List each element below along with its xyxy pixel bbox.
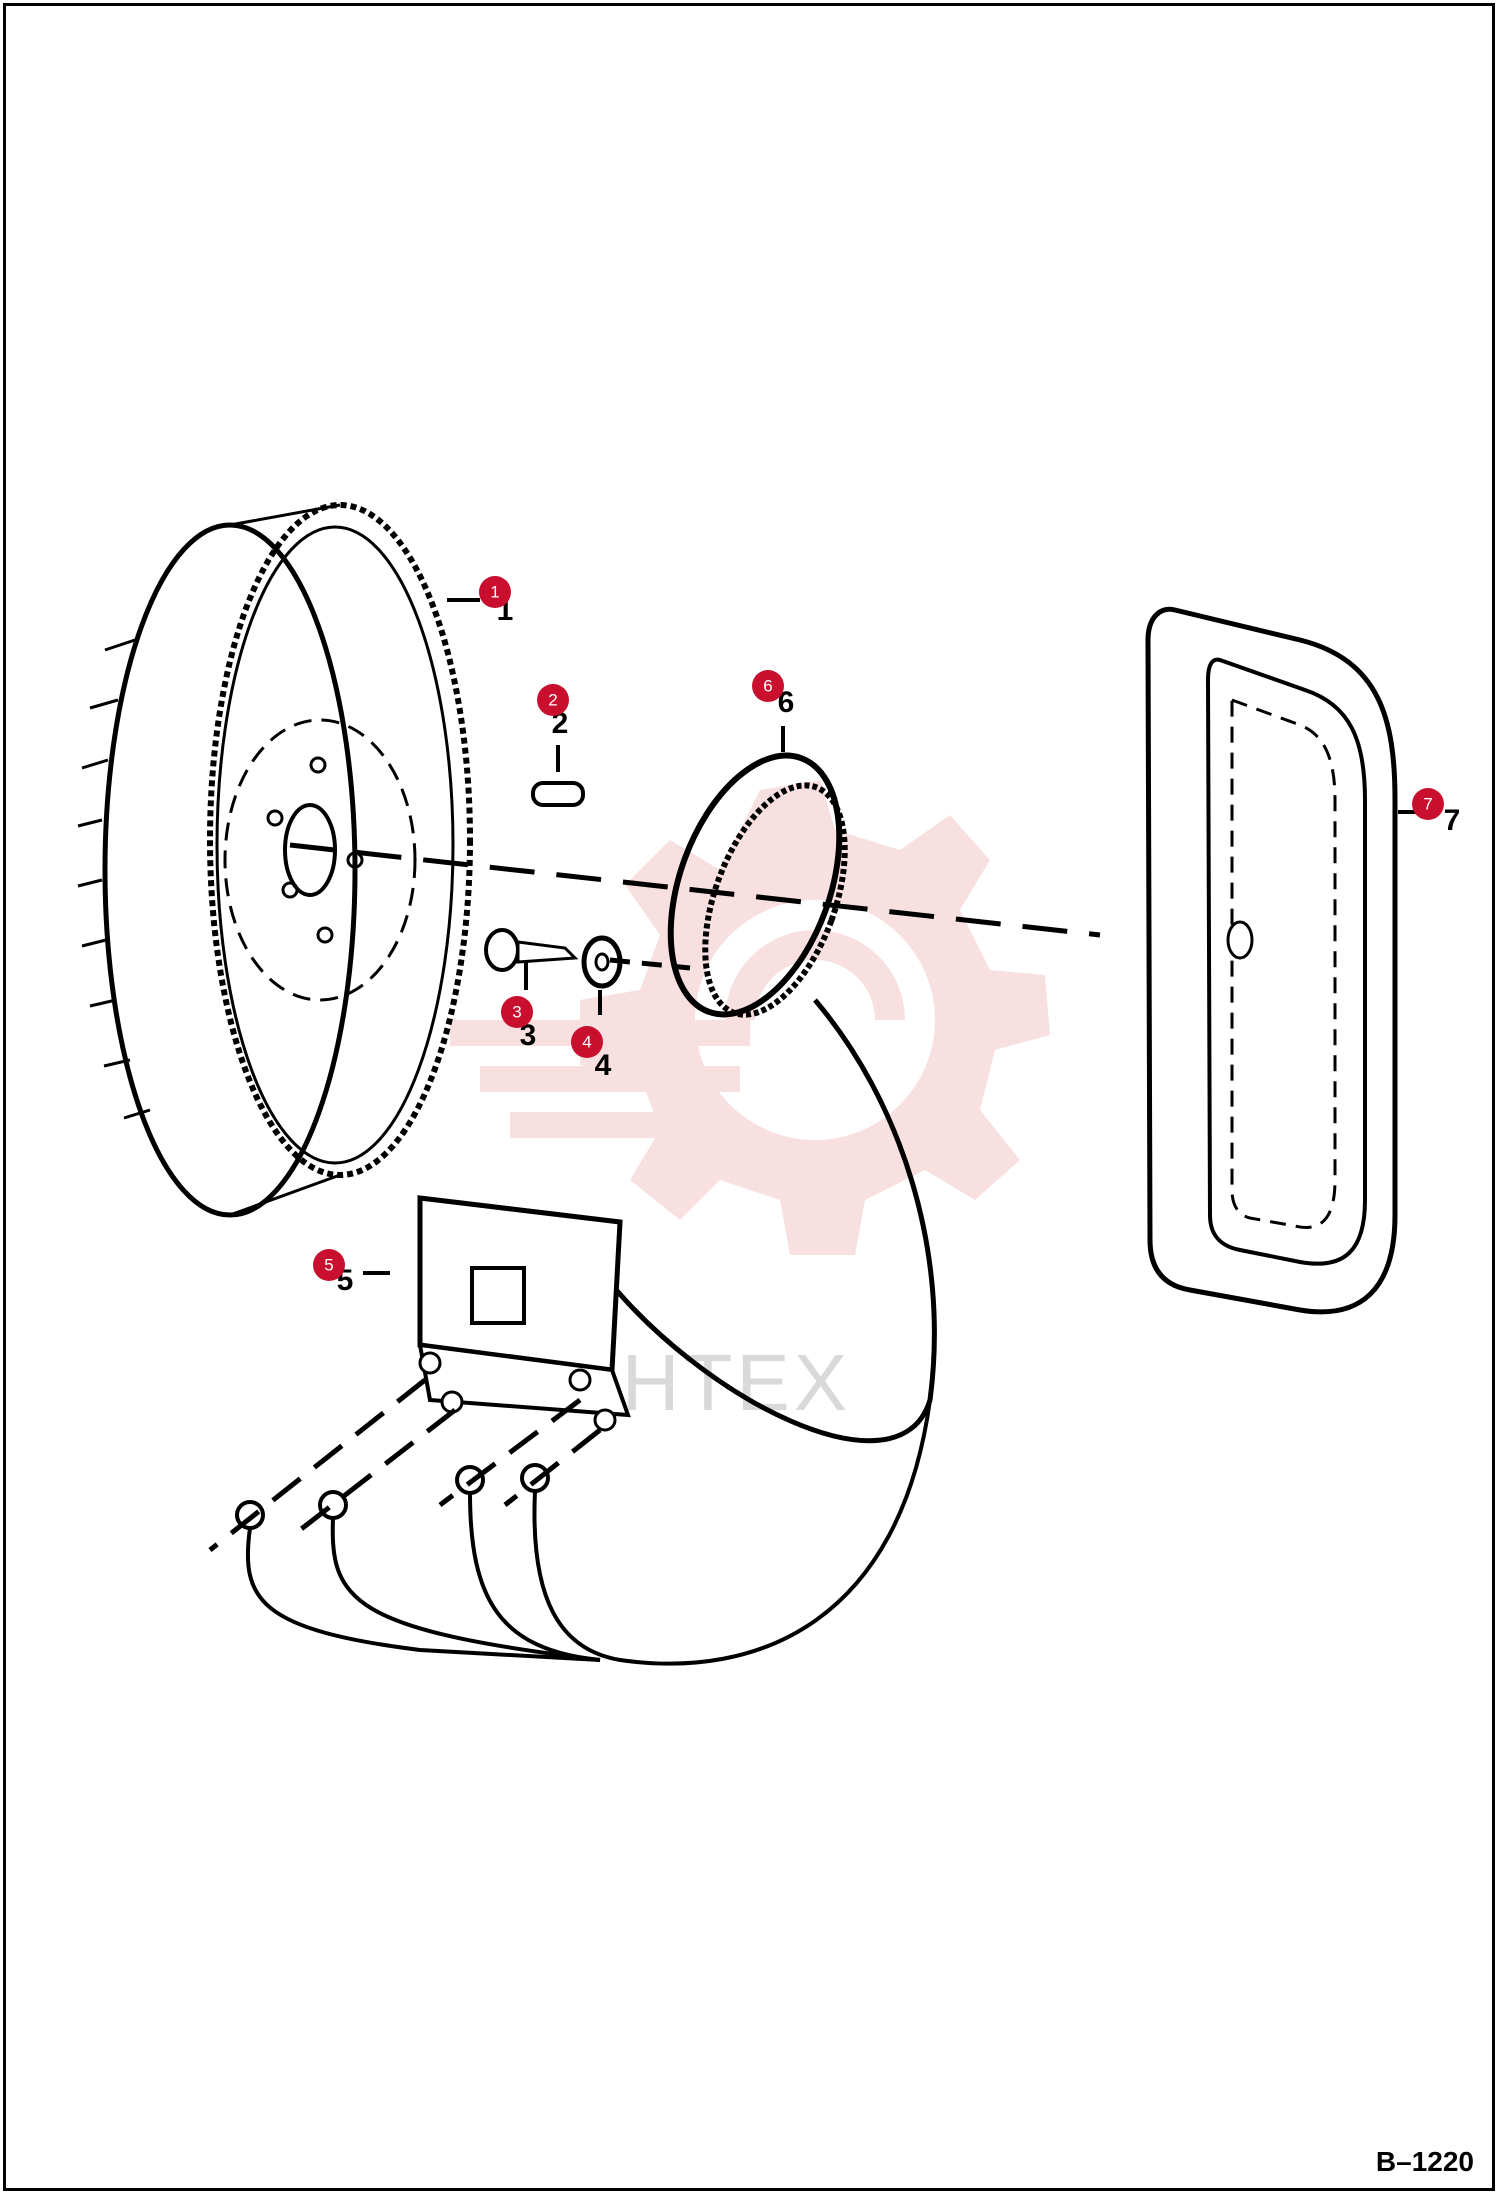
drawing-number: B–1220 xyxy=(1375,2146,1474,2177)
callout-number-6: 6 xyxy=(778,686,795,719)
callout-number-4: 4 xyxy=(595,1049,612,1082)
wire-terminals xyxy=(235,1399,932,1666)
callout-badge-1: 1 xyxy=(490,583,499,602)
cover-plate-part xyxy=(1145,606,1398,1315)
bracket-part xyxy=(417,1195,631,1432)
callout-badge-4: 4 xyxy=(582,1033,591,1052)
callout-badge-6: 6 xyxy=(763,677,772,696)
callout-badges: 1 2 3 4 5 6 7 xyxy=(313,576,1444,1281)
callout-badge-3: 3 xyxy=(512,1003,521,1022)
washer-part xyxy=(581,935,623,989)
callout-badge-5: 5 xyxy=(324,1256,333,1275)
watermark-logo xyxy=(450,780,1050,1255)
callout-badge-2: 2 xyxy=(548,691,557,710)
axis-lines xyxy=(208,842,1101,1552)
callout-number-3: 3 xyxy=(520,1019,537,1052)
flywheel-part xyxy=(77,502,473,1218)
dowel-pin-part xyxy=(531,781,585,807)
screw-part xyxy=(484,928,579,972)
callout-number-7: 7 xyxy=(1444,804,1461,837)
callout-badge-7: 7 xyxy=(1423,795,1432,814)
